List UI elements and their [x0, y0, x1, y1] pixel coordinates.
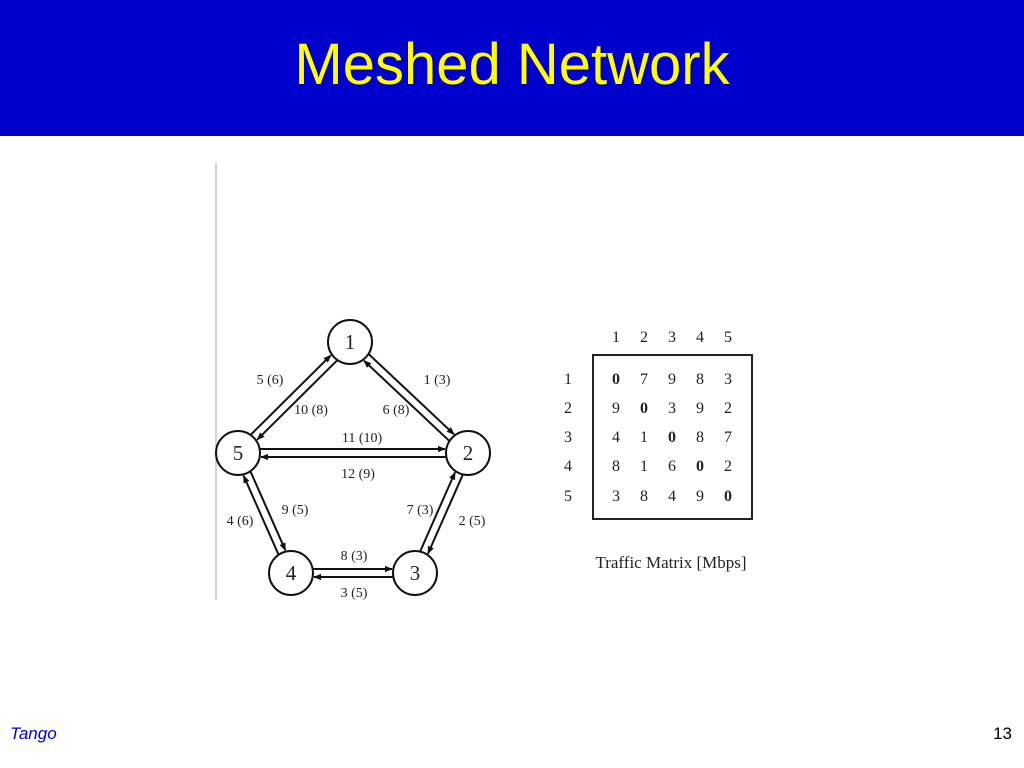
matrix-cells: 0 7 9 8 3 9 0 3 9 2 4 1 0 8 7 8 1 6 0 2 3 8 4 9 0: [612, 371, 732, 505]
link-arrow-3-2: [419, 471, 456, 552]
matrix-cell-4-3: 6: [668, 458, 676, 475]
matrix-cell-1-1: 0: [612, 371, 620, 388]
link-label-1-5: 10 (8): [294, 403, 328, 418]
matrix-row-header-1: 1: [564, 371, 572, 388]
matrix-row-header-5: 5: [564, 488, 572, 505]
matrix-cell-4-1: 8: [612, 458, 620, 475]
node-circle-4: [268, 550, 314, 596]
link-arrow-2-3: [427, 474, 464, 555]
node-label-5: 5: [233, 441, 244, 465]
matrix-cell-2-2: 0: [640, 400, 648, 417]
matrix-row-header-4: 4: [564, 458, 572, 475]
link-label-2-5: 12 (9): [341, 467, 375, 482]
page-number: 13: [993, 724, 1012, 743]
matrix-cell-1-4: 8: [696, 371, 704, 388]
link-label-3-4: 3 (5): [341, 586, 368, 601]
matrix-column-header-5: 5: [724, 329, 732, 346]
network-link-labels: 1 (3) 6 (8) 2 (5) 7 (3) 3 (5) 8 (3) 4 (6) 9 (5)…: [227, 373, 486, 601]
node-4: 4: [268, 550, 314, 596]
node-label-1: 1: [345, 330, 356, 354]
matrix-caption: Traffic Matrix [Mbps]: [595, 553, 746, 572]
matrix-cell-2-1: 9: [612, 400, 620, 417]
matrix-cell-1-2: 7: [640, 371, 648, 388]
node-label-4: 4: [286, 561, 297, 585]
node-5: 5: [215, 430, 261, 476]
network-links: [242, 353, 464, 581]
link-label-4-3: 8 (3): [341, 549, 368, 564]
matrix-cell-5-1: 3: [612, 488, 620, 505]
matrix-cell-5-2: 8: [640, 488, 648, 505]
matrix-column-header-3: 3: [668, 329, 676, 346]
matrix-cell-1-3: 9: [668, 371, 676, 388]
matrix-cell-5-4: 9: [696, 488, 704, 505]
node-circle-5: [215, 430, 261, 476]
matrix-cell-5-5: 0: [724, 488, 732, 505]
link-label-2-1: 6 (8): [383, 403, 410, 418]
matrix-column-header-4: 4: [696, 329, 704, 346]
matrix-cell-4-4: 0: [696, 458, 704, 475]
network-nodes: 1 2 3 4 5: [215, 319, 491, 596]
link-label-4-5: 4 (6): [227, 514, 254, 529]
matrix-cell-3-5: 7: [724, 429, 732, 446]
matrix-column-header-2: 2: [640, 329, 648, 346]
link-arrow-4-5: [242, 474, 280, 555]
matrix-bracket-box: [592, 354, 753, 520]
link-arrow-1-2: [368, 353, 455, 436]
matrix-cell-2-3: 3: [668, 400, 676, 417]
matrix-row-header-2: 2: [564, 400, 572, 417]
footer-author: Tango: [10, 724, 57, 743]
matrix-cell-1-5: 3: [724, 371, 732, 388]
link-arrow-2-1: [363, 359, 450, 442]
link-label-5-1: 5 (6): [257, 373, 284, 388]
link-label-5-2: 11 (10): [342, 431, 383, 446]
node-label-2: 2: [463, 441, 474, 465]
slide-header: Meshed Network: [0, 0, 1024, 136]
traffic-matrix: 1 2 3 4 5 1 2 3 4 5 0 7 9 8 3 9 0 3 9 2 4 1 0 8 7 8 1 6 0 2 3 8 4 9 0 Tr…: [564, 329, 753, 572]
matrix-row-headers: 1 2 3 4 5: [564, 371, 572, 505]
slide-title: Meshed Network: [294, 32, 730, 97]
node-1: 1: [327, 319, 373, 365]
matrix-cell-4-5: 2: [724, 458, 732, 475]
node-circle-2: [445, 430, 491, 476]
matrix-column-headers: 1 2 3 4 5: [612, 329, 732, 346]
link-label-1-2: 1 (3): [424, 373, 451, 388]
link-arrow-5-1: [250, 354, 332, 436]
matrix-cell-3-3: 0: [668, 429, 676, 446]
matrix-cell-5-3: 4: [668, 488, 676, 505]
matrix-cell-3-4: 8: [696, 429, 704, 446]
link-label-3-2: 7 (3): [407, 503, 434, 518]
link-arrow-1-5: [256, 359, 338, 441]
node-label-3: 3: [410, 561, 421, 585]
link-label-5-4: 9 (5): [282, 503, 309, 518]
matrix-cell-4-2: 1: [640, 458, 648, 475]
node-2: 2: [445, 430, 491, 476]
matrix-column-header-1: 1: [612, 329, 620, 346]
matrix-row-header-3: 3: [564, 429, 572, 446]
node-circle-3: [392, 550, 438, 596]
link-arrow-5-4: [249, 471, 287, 552]
node-3: 3: [392, 550, 438, 596]
matrix-cell-2-5: 2: [724, 400, 732, 417]
matrix-cell-3-2: 1: [640, 429, 648, 446]
matrix-cell-3-1: 4: [612, 429, 620, 446]
node-circle-1: [327, 319, 373, 365]
matrix-cell-2-4: 9: [696, 400, 704, 417]
link-label-2-3: 2 (5): [459, 514, 486, 529]
